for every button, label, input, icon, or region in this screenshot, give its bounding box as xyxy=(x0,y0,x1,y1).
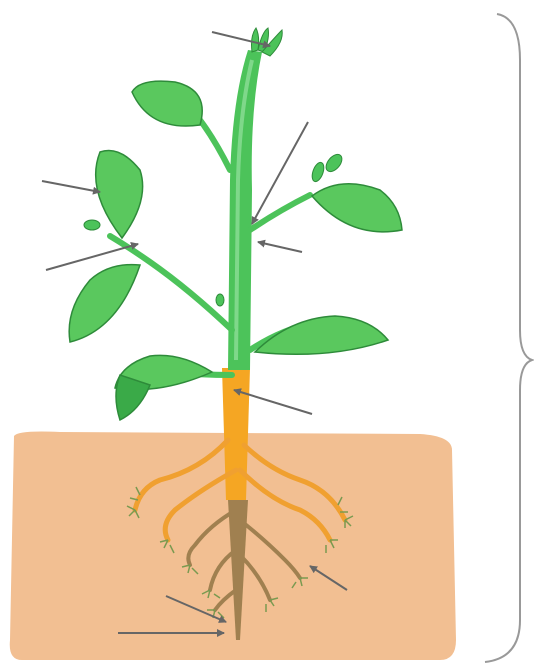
pointer-leaf xyxy=(42,181,100,192)
leaf xyxy=(132,81,202,126)
stem-base xyxy=(222,368,250,500)
pointer-internode xyxy=(258,242,302,252)
shoot-root-brace xyxy=(485,14,532,662)
leaf xyxy=(312,184,402,232)
leaf xyxy=(69,265,140,342)
leaf xyxy=(255,316,388,354)
axillary-bud xyxy=(216,294,224,306)
axillary-bud xyxy=(84,220,100,230)
leaf xyxy=(96,150,143,238)
axillary-bud xyxy=(310,161,326,183)
axillary-bud xyxy=(323,151,345,174)
